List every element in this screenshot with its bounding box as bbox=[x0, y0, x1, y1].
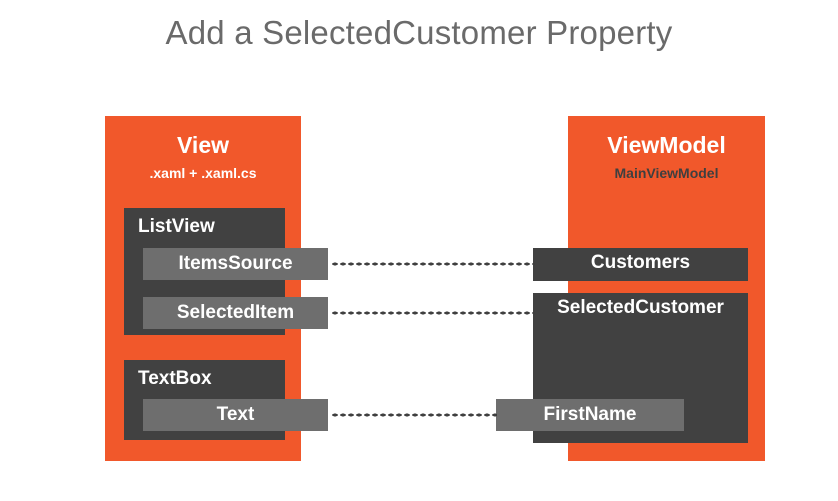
viewmodel-member-customers: Customers bbox=[533, 248, 748, 281]
listview-control-label: ListView bbox=[138, 216, 215, 237]
page-title: Add a SelectedCustomer Property bbox=[165, 14, 673, 51]
view-panel-title: View bbox=[177, 132, 229, 158]
property-chip-itemssource: ItemsSource bbox=[143, 248, 328, 280]
property-chip-selecteditem: SelectedItem bbox=[143, 297, 328, 329]
property-chip-firstname: FirstName bbox=[496, 399, 684, 431]
binding-connector-itemssource-customers bbox=[331, 262, 535, 266]
customers-label: Customers bbox=[590, 252, 691, 273]
binding-connector-text-firstname bbox=[331, 413, 497, 417]
binding-connector-selecteditem-selectedcustomer bbox=[331, 311, 535, 315]
view-panel-subtitle: .xaml + .xaml.cs bbox=[149, 165, 257, 181]
selectedcustomer-label: SelectedCustomer bbox=[557, 297, 724, 318]
viewmodel-panel-title: ViewModel bbox=[607, 132, 726, 158]
textbox-control-label: TextBox bbox=[138, 368, 212, 389]
viewmodel-panel-subtitle: MainViewModel bbox=[614, 165, 719, 181]
property-chip-text: Text bbox=[143, 399, 328, 431]
